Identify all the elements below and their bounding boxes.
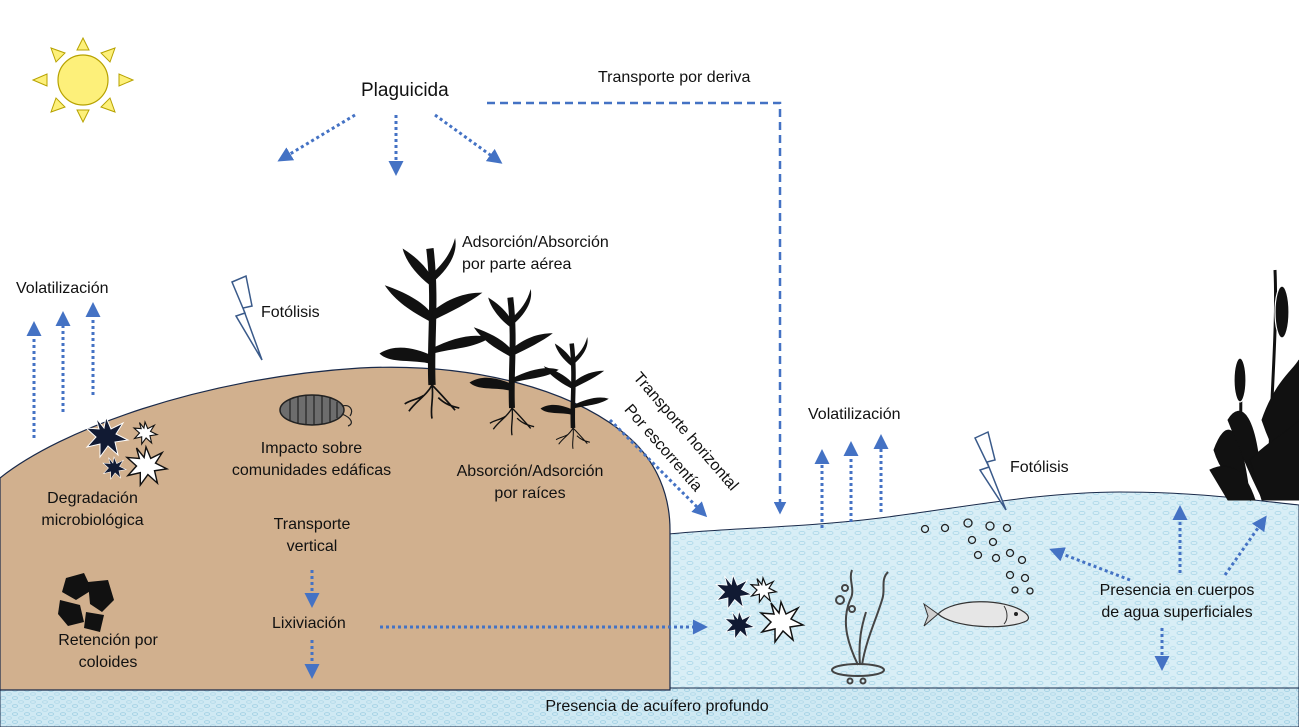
vertical-transport-label-2: vertical: [286, 538, 338, 555]
surface-water-arrows: [1049, 505, 1267, 671]
colloid-retention-label-1: Retención por: [58, 632, 158, 649]
aerial-adsorption-label-2: por parte aérea: [462, 256, 572, 273]
surface-water-presence-label-1: Presencia en cuerpos: [1099, 582, 1255, 599]
microbial-degradation-label-2: microbiológica: [41, 512, 144, 529]
soil-community-impact-label-2: comunidades edáficas: [231, 462, 392, 479]
pesticide-label: Plaguicida: [361, 80, 449, 101]
cattail-icon: [1209, 269, 1299, 502]
leaching-label: Lixiviación: [272, 615, 346, 632]
lightning-icon: [231, 274, 263, 361]
fish-icon: [923, 601, 1030, 628]
aerial-adsorption-label-1: Adsorción/Absorción: [462, 234, 609, 251]
soil-volatilization-label: Volatilización: [16, 280, 109, 297]
sun-icon: [31, 36, 135, 124]
soil-mound: [0, 366, 671, 691]
colloid-icon: [58, 573, 114, 632]
drift-arrow: [487, 101, 787, 515]
seaweed-icon: [831, 569, 889, 685]
water-volatilization-label: Volatilización: [808, 406, 901, 423]
drift-transport-label: Transporte por deriva: [598, 69, 751, 86]
aquifer: [0, 687, 1299, 727]
runoff-arrow: [608, 418, 708, 518]
root-absorption-label-1: Absorción/Adsorción: [456, 463, 604, 480]
vertical-transport-label-1: Transporte: [273, 516, 351, 533]
volatilization-soil-arrows: [26, 302, 101, 438]
soil-community-impact-label-1: Impacto sobre: [260, 440, 363, 457]
water-photolysis-label: Fotólisis: [1010, 459, 1069, 476]
volatilization-water-arrows: [814, 434, 889, 528]
application-arrows: [277, 113, 503, 176]
microbial-degradation-label-1: Degradación: [47, 490, 138, 507]
pillbug-icon: [279, 394, 353, 427]
deep-aquifer-label: Presencia de acuífero profundo: [545, 698, 769, 715]
soil-photolysis-label: Fotólisis: [261, 304, 320, 321]
colloid-retention-label-2: coloides: [78, 654, 138, 671]
surface-water-presence-label-2: de agua superficiales: [1101, 604, 1253, 621]
root-absorption-label-2: por raíces: [494, 485, 566, 502]
bubble-icon: [920, 518, 1034, 595]
lightning-icon: [973, 430, 1007, 511]
